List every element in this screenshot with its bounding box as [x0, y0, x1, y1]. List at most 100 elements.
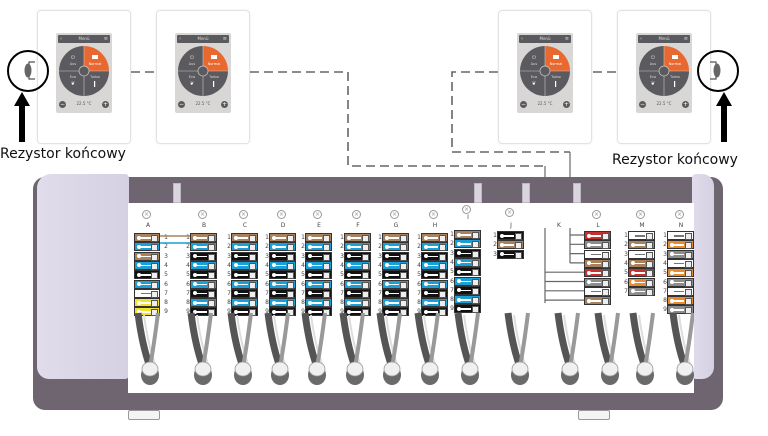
terminal-c-2[interactable]: [231, 242, 258, 252]
terminal-e-6[interactable]: [305, 279, 332, 289]
terminal-d-2[interactable]: [269, 242, 296, 252]
terminal-m-5[interactable]: [628, 268, 655, 278]
terminal-e-9[interactable]: [305, 307, 332, 317]
terminal-f-9[interactable]: [344, 307, 371, 317]
terminal-f-8[interactable]: [344, 298, 371, 308]
terminal-g-2[interactable]: [382, 242, 409, 252]
terminal-m-7[interactable]: [628, 286, 655, 296]
terminal-i-5[interactable]: [454, 267, 481, 277]
terminal-c-7[interactable]: [231, 288, 258, 298]
terminal-h-9[interactable]: [421, 307, 448, 317]
terminal-e-7[interactable]: [305, 288, 332, 298]
terminal-m-6[interactable]: [628, 277, 655, 287]
plus-button[interactable]: +: [682, 101, 689, 108]
terminal-i-7[interactable]: [454, 285, 481, 295]
chevron-left-icon[interactable]: ‹: [60, 36, 62, 42]
terminal-c-6[interactable]: [231, 279, 258, 289]
terminal-g-5[interactable]: [382, 270, 409, 280]
mode-eco[interactable]: [639, 71, 664, 96]
mode-aus[interactable]: [59, 46, 84, 71]
terminal-n-9[interactable]: [667, 305, 694, 315]
terminal-m-3[interactable]: [628, 249, 655, 259]
terminal-f-3[interactable]: [344, 251, 371, 261]
terminal-m-1[interactable]: [628, 231, 655, 240]
terminal-h-4[interactable]: [421, 260, 448, 270]
terminal-e-4[interactable]: [305, 260, 332, 270]
terminal-d-9[interactable]: [269, 307, 296, 317]
terminal-f-6[interactable]: [344, 279, 371, 289]
plus-button[interactable]: +: [102, 101, 109, 108]
mode-turbo[interactable]: [664, 71, 689, 96]
terminal-l-7[interactable]: [584, 286, 611, 296]
terminal-i-8[interactable]: [454, 295, 481, 305]
hamburger-icon[interactable]: ≡: [103, 36, 108, 42]
terminal-c-4[interactable]: [231, 260, 258, 270]
terminal-a-8[interactable]: [134, 298, 160, 308]
minus-button[interactable]: −: [639, 101, 646, 108]
terminal-d-8[interactable]: [269, 298, 296, 308]
terminal-e-2[interactable]: [305, 242, 332, 252]
terminal-b-4[interactable]: [190, 260, 217, 270]
terminal-a-3[interactable]: [134, 251, 160, 261]
minus-button[interactable]: −: [178, 101, 185, 108]
terminal-c-5[interactable]: [231, 270, 258, 280]
terminal-n-2[interactable]: [667, 240, 694, 250]
terminal-a-2[interactable]: [134, 242, 160, 252]
terminal-b-2[interactable]: [190, 242, 217, 252]
terminal-e-3[interactable]: [305, 251, 332, 261]
terminal-e-1[interactable]: [305, 233, 332, 242]
terminal-b-6[interactable]: [190, 279, 217, 289]
terminal-f-1[interactable]: [344, 233, 371, 242]
terminal-l-5[interactable]: [584, 268, 611, 278]
terminal-c-8[interactable]: [231, 298, 258, 308]
terminal-g-6[interactable]: [382, 279, 409, 289]
center-home-icon[interactable]: [658, 65, 670, 77]
terminal-i-9[interactable]: [454, 304, 481, 314]
terminal-l-1[interactable]: [584, 231, 611, 240]
terminal-f-4[interactable]: [344, 260, 371, 270]
terminal-a-6[interactable]: [134, 279, 160, 289]
terminal-f-2[interactable]: [344, 242, 371, 252]
terminal-n-1[interactable]: [667, 231, 694, 240]
terminal-b-5[interactable]: [190, 270, 217, 280]
plus-button[interactable]: +: [221, 101, 228, 108]
terminal-d-5[interactable]: [269, 270, 296, 280]
terminal-d-6[interactable]: [269, 279, 296, 289]
terminal-n-8[interactable]: [667, 296, 694, 306]
terminal-b-3[interactable]: [190, 251, 217, 261]
terminal-i-6[interactable]: [454, 276, 481, 286]
chevron-left-icon[interactable]: ‹: [521, 36, 523, 42]
mode-aus[interactable]: [178, 46, 203, 71]
mode-turbo[interactable]: [203, 71, 228, 96]
terminal-d-3[interactable]: [269, 251, 296, 261]
terminal-h-1[interactable]: [421, 233, 448, 242]
terminal-h-7[interactable]: [421, 288, 448, 298]
terminal-m-4[interactable]: [628, 258, 655, 268]
terminal-n-4[interactable]: [667, 258, 694, 268]
terminal-g-8[interactable]: [382, 298, 409, 308]
mode-eco[interactable]: [520, 71, 545, 96]
terminal-a-9[interactable]: [134, 307, 160, 317]
chevron-left-icon[interactable]: ‹: [179, 36, 181, 42]
mode-eco[interactable]: [59, 71, 84, 96]
terminal-i-1[interactable]: [454, 230, 481, 239]
mode-aus[interactable]: [520, 46, 545, 71]
terminal-n-5[interactable]: [667, 268, 694, 278]
terminal-l-6[interactable]: [584, 277, 611, 287]
terminal-l-3[interactable]: [584, 249, 611, 259]
terminal-g-3[interactable]: [382, 251, 409, 261]
terminal-n-6[interactable]: [667, 277, 694, 287]
terminal-d-1[interactable]: [269, 233, 296, 242]
terminal-b-7[interactable]: [190, 288, 217, 298]
mode-eco[interactable]: [178, 71, 203, 96]
center-home-icon[interactable]: [539, 65, 551, 77]
mode-turbo[interactable]: [545, 71, 570, 96]
chevron-left-icon[interactable]: ‹: [640, 36, 642, 42]
terminal-g-1[interactable]: [382, 233, 409, 242]
terminal-f-5[interactable]: [344, 270, 371, 280]
terminal-a-5[interactable]: [134, 270, 160, 280]
terminal-c-3[interactable]: [231, 251, 258, 261]
terminal-j-2[interactable]: [497, 240, 524, 250]
terminal-f-7[interactable]: [344, 288, 371, 298]
terminal-h-8[interactable]: [421, 298, 448, 308]
